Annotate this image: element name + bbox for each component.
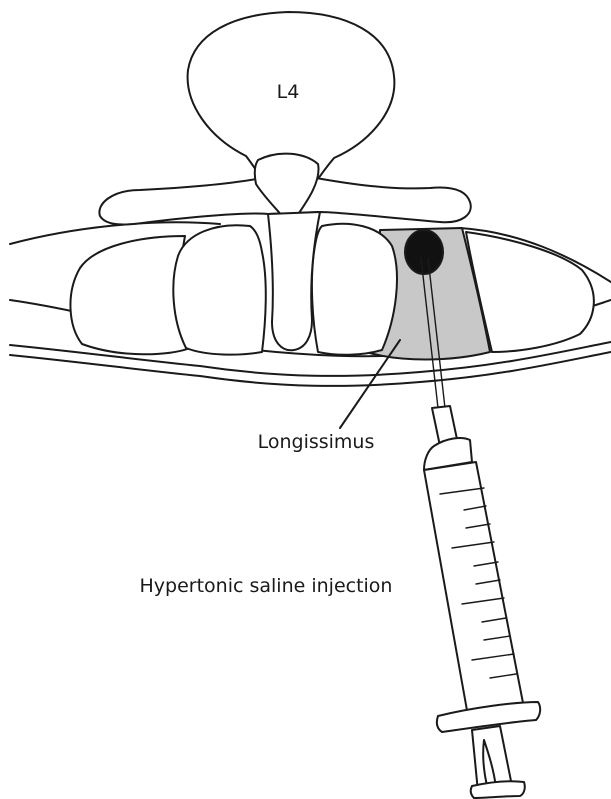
left-lateral-muscle bbox=[70, 236, 190, 354]
vertebra-label: L4 bbox=[277, 81, 300, 103]
injection-site-dot bbox=[405, 230, 443, 274]
plunger-thumb-rest bbox=[471, 781, 525, 798]
procedure-label: Hypertonic saline injection bbox=[140, 575, 393, 597]
syringe bbox=[424, 406, 540, 798]
syringe-barrel bbox=[424, 462, 524, 716]
right-medial-muscle bbox=[312, 224, 397, 355]
left-medial-muscle bbox=[173, 225, 265, 354]
spinous-process bbox=[268, 212, 320, 350]
longissimus-label: Longissimus bbox=[258, 431, 375, 453]
